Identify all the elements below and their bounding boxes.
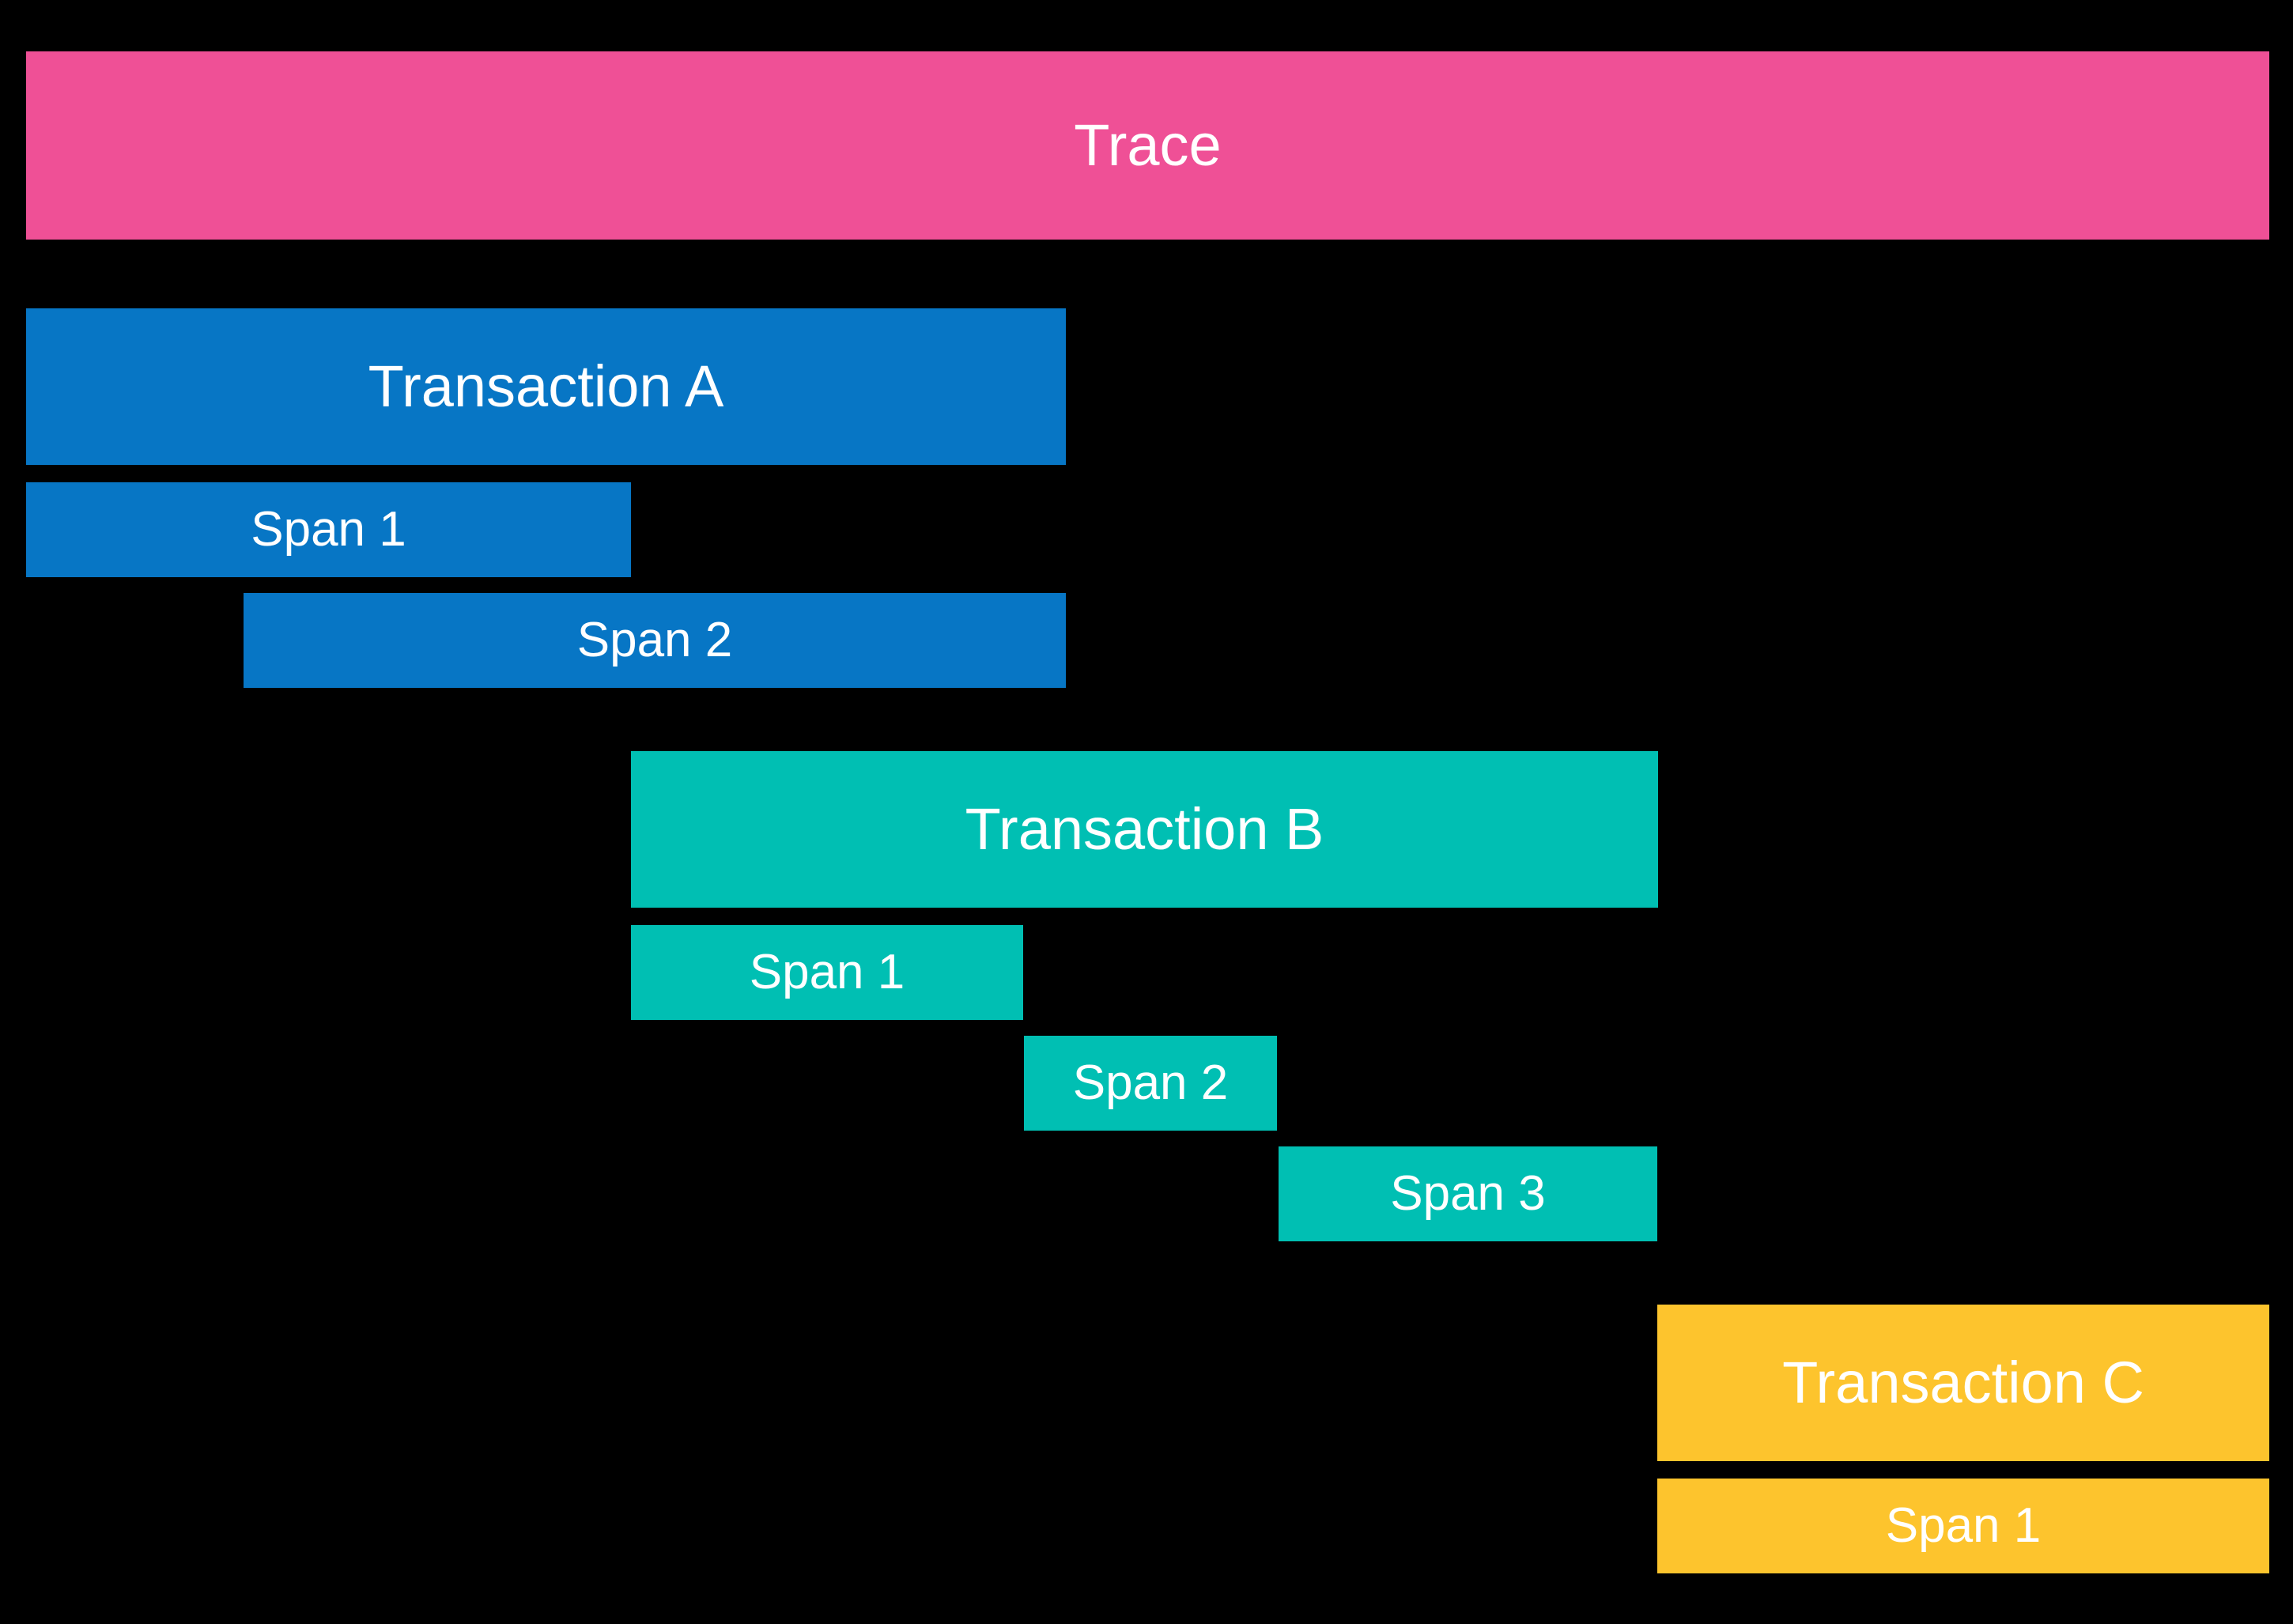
transaction-a-label: Transaction A	[368, 353, 724, 419]
transaction-c-label: Transaction C	[1782, 1350, 2144, 1415]
trace-bar: Trace	[26, 51, 2269, 240]
transaction-b-span-3-label: Span 3	[1390, 1166, 1546, 1221]
transaction-b-span-2-label: Span 2	[1072, 1056, 1229, 1110]
transaction-b-span-3-bar: Span 3	[1279, 1146, 1657, 1241]
transaction-a-span-2-label: Span 2	[576, 613, 733, 667]
transaction-c-span-1-bar: Span 1	[1657, 1479, 2269, 1573]
transaction-b-label: Transaction B	[965, 796, 1324, 862]
transaction-b-span-1-label: Span 1	[749, 945, 905, 999]
transaction-a-span-2-bar: Span 2	[244, 593, 1066, 688]
trace-label: Trace	[1074, 112, 1222, 178]
transaction-b-span-1-bar: Span 1	[631, 925, 1023, 1020]
transaction-b-bar: Transaction B	[631, 751, 1658, 908]
transaction-a-span-1-label: Span 1	[251, 502, 406, 557]
transaction-c-bar: Transaction C	[1657, 1305, 2269, 1461]
transaction-b-span-2-bar: Span 2	[1024, 1036, 1277, 1131]
transaction-a-bar: Transaction A	[26, 308, 1066, 465]
transaction-c-span-1-label: Span 1	[1885, 1498, 2042, 1553]
transaction-a-span-1-bar: Span 1	[26, 482, 631, 577]
